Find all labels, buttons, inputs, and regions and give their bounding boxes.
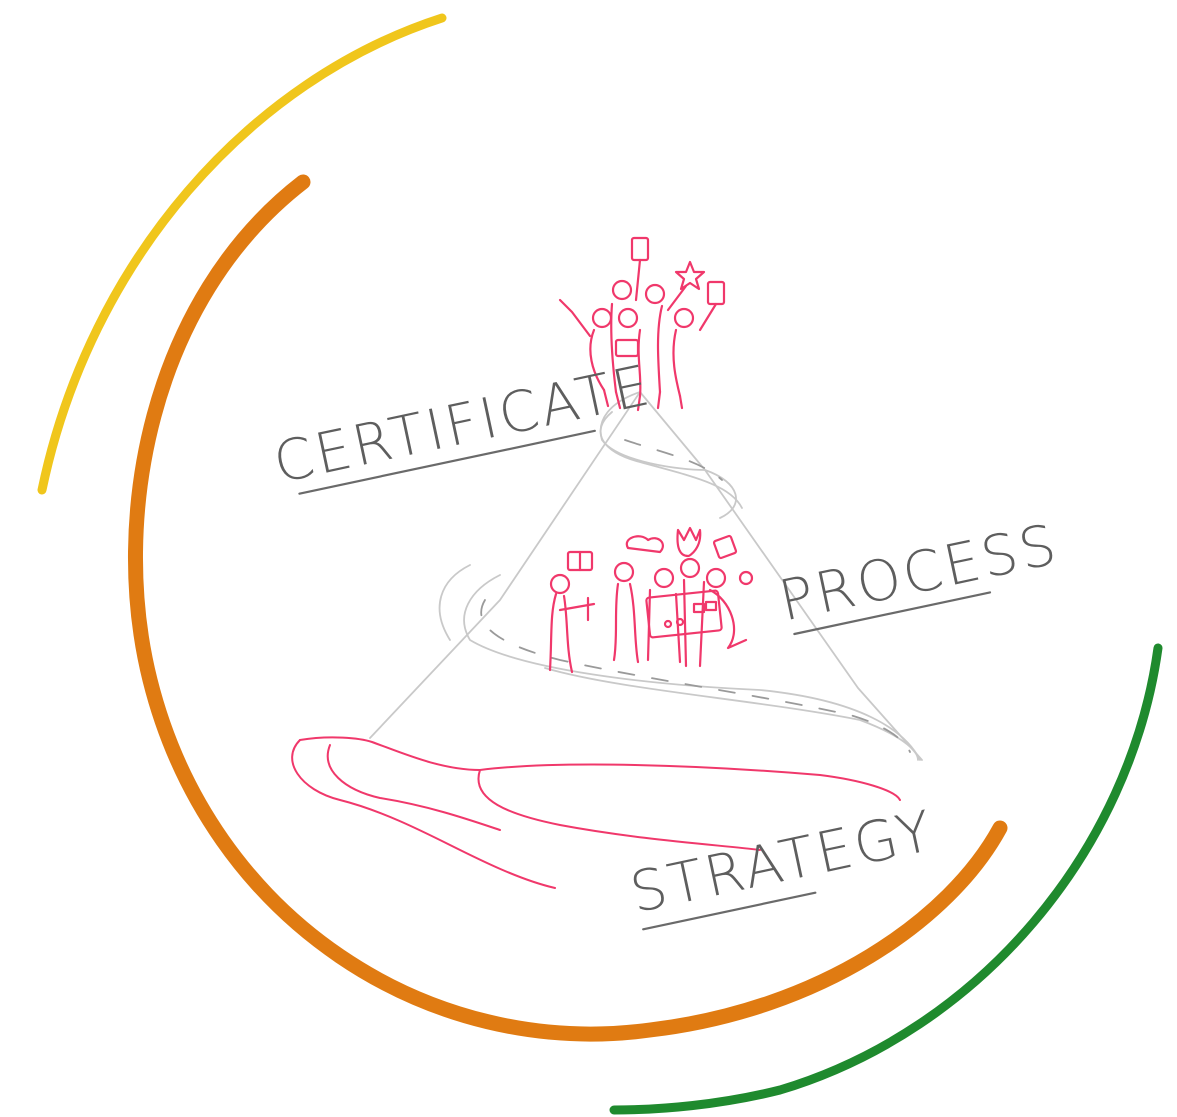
strategy-text: STRATEGY bbox=[625, 798, 941, 926]
certificate-underline bbox=[298, 429, 596, 495]
mountain-icon bbox=[369, 391, 923, 761]
strategy-label: STRATEGY bbox=[625, 798, 941, 931]
road-icon bbox=[438, 411, 921, 761]
celebrating-people-icon bbox=[558, 236, 726, 412]
yellow-arc bbox=[37, 13, 447, 495]
strategy-underline bbox=[642, 891, 817, 931]
hand-icon bbox=[291, 736, 901, 889]
process-underline bbox=[793, 591, 992, 636]
green-arc bbox=[609, 643, 1163, 1115]
certificate-label: CERTIFICATE bbox=[268, 353, 658, 497]
process-label: PROCESS bbox=[774, 512, 1065, 636]
orange-arc bbox=[127, 174, 1008, 1042]
certificate-text: CERTIFICATE bbox=[268, 353, 658, 497]
team-workshop-icon bbox=[548, 526, 754, 674]
process-text: PROCESS bbox=[774, 512, 1065, 634]
